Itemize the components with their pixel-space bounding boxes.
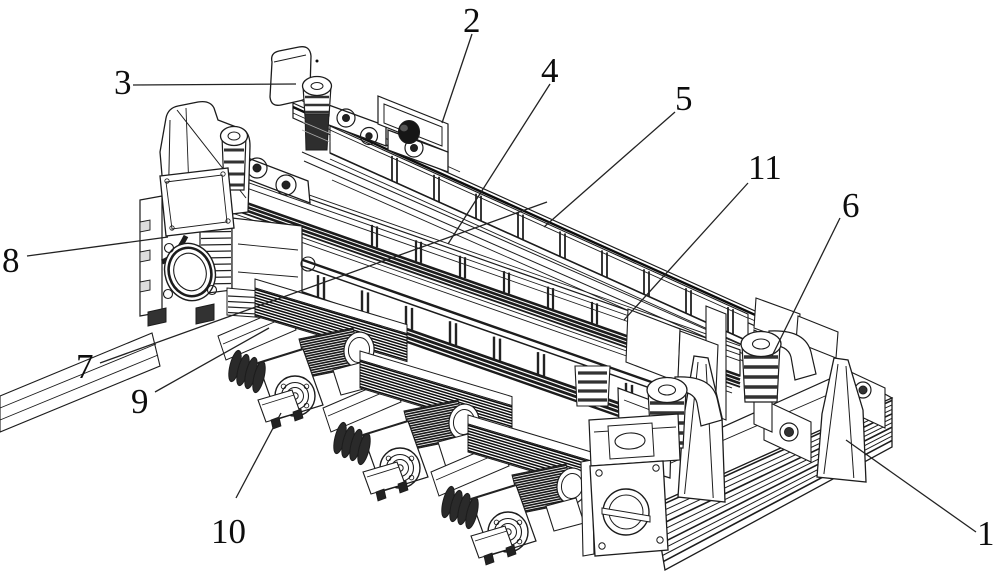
svg-text:3: 3 bbox=[114, 63, 132, 102]
svg-text:10: 10 bbox=[211, 512, 246, 551]
svg-text:11: 11 bbox=[748, 148, 782, 187]
svg-text:5: 5 bbox=[675, 79, 693, 118]
svg-text:1: 1 bbox=[977, 514, 995, 553]
svg-text:8: 8 bbox=[2, 241, 20, 280]
svg-text:4: 4 bbox=[541, 51, 559, 90]
svg-text:2: 2 bbox=[463, 1, 481, 40]
svg-text:9: 9 bbox=[131, 382, 149, 421]
svg-text:6: 6 bbox=[842, 186, 860, 225]
svg-text:7: 7 bbox=[76, 347, 94, 386]
